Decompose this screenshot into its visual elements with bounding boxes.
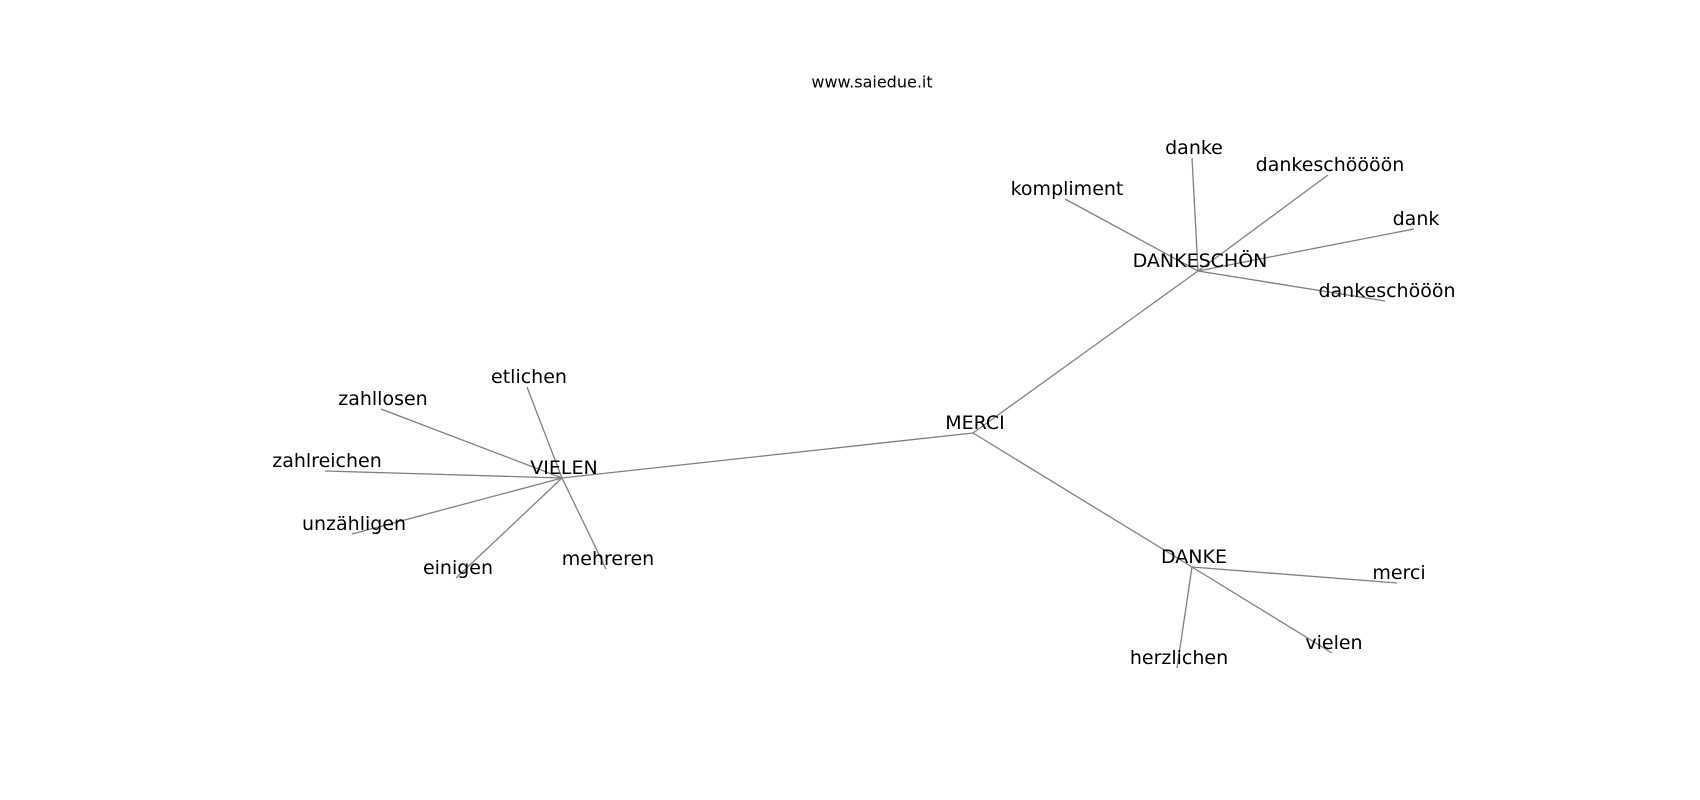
edge-merci_hub-dankeschon_hub: [972, 270, 1199, 434]
node-label-zahlreichen: zahlreichen: [272, 450, 382, 472]
edges-layer: [324, 157, 1415, 669]
edge-dankeschon_hub-dankeschooooon: [1197, 174, 1329, 272]
edge-vielen_hub-unzahligen: [351, 477, 563, 535]
edge-dankeschon_hub-danke_leaf: [1191, 157, 1199, 272]
edge-merci_hub-danke_hub: [972, 432, 1193, 568]
edge-merci_hub-vielen_hub: [561, 432, 974, 479]
node-label-dank: dank: [1393, 208, 1440, 230]
edge-vielen_hub-mehreren: [561, 477, 607, 570]
edge-vielen_hub-zahllosen: [380, 408, 563, 479]
node-label-merci_hub: MERCI: [945, 412, 1005, 434]
edge-dankeschon_hub-kompliment: [1064, 198, 1199, 272]
node-label-dankeschoooon: dankeschööön: [1318, 280, 1455, 302]
edge-danke_hub-vielen_leaf: [1191, 566, 1333, 654]
edge-dankeschon_hub-dankeschoooon: [1197, 270, 1386, 302]
node-label-etlichen: etlichen: [491, 366, 567, 388]
node-label-unzahligen: unzähligen: [302, 513, 406, 535]
node-label-danke_leaf: danke: [1165, 137, 1223, 159]
edge-dankeschon_hub-dank: [1197, 228, 1415, 272]
node-label-zahllosen: zahllosen: [338, 388, 427, 410]
node-label-herzlichen: herzlichen: [1130, 647, 1228, 669]
node-label-vielen_leaf: vielen: [1305, 632, 1362, 654]
node-label-vielen_hub: VIELEN: [530, 457, 597, 479]
edge-vielen_hub-zahlreichen: [324, 470, 563, 479]
edge-danke_hub-herzlichen: [1176, 566, 1193, 669]
site-title: www.saiedue.it: [811, 73, 932, 92]
node-label-danke_hub: DANKE: [1161, 546, 1227, 568]
node-label-kompliment: kompliment: [1011, 178, 1124, 200]
node-label-einigen: einigen: [423, 557, 493, 579]
node-label-dankeschooooon: dankeschöööön: [1256, 154, 1405, 176]
node-label-dankeschon_hub: DANKESCHÖN: [1133, 249, 1268, 272]
edge-vielen_hub-etlichen: [526, 386, 563, 479]
edge-vielen_hub-einigen: [455, 477, 563, 579]
node-label-mehreren: mehreren: [562, 548, 654, 570]
nodes-layer: MERCI DANKESCHÖN VIELEN DANKE kompliment dank…: [272, 137, 1455, 669]
edge-danke_hub-merci_leaf: [1191, 566, 1398, 584]
node-label-merci_leaf: merci: [1372, 562, 1425, 584]
